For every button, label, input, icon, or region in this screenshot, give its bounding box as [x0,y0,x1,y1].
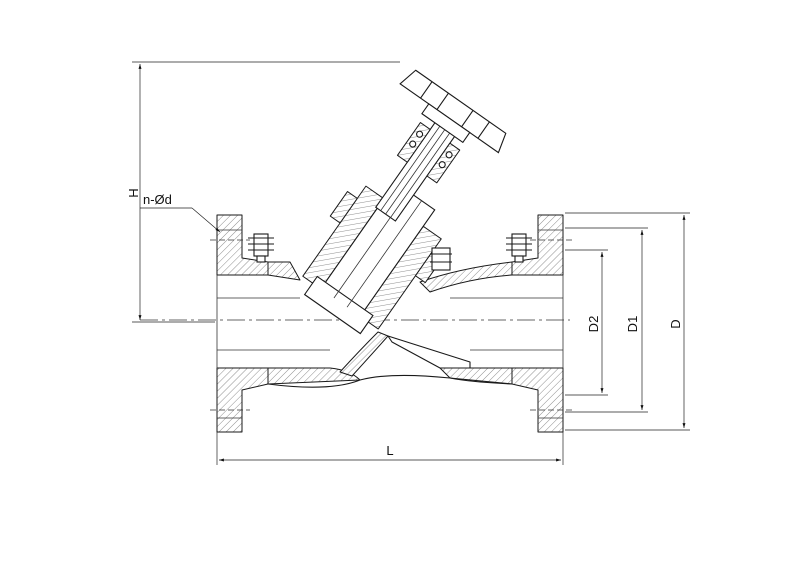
right-flange [511,214,572,433]
valve-stem [374,116,461,222]
label-D1: D1 [625,316,640,333]
dimension-D2: D2 [565,249,608,396]
bonnet-test-point [430,247,452,271]
bonnet [302,181,444,335]
valve-body [140,261,570,388]
label-L: L [386,443,393,458]
dimension-L: L [216,432,564,465]
dimension-D: D [565,212,690,431]
right-test-point [506,233,532,263]
dimension-H: H [126,61,400,323]
handwheel [399,69,507,154]
label-D2: D2 [586,316,601,333]
left-test-point [248,233,274,263]
label-holes: n-Ød [143,192,172,207]
dimension-holes: n-Ød [140,192,221,233]
label-H: H [126,188,141,197]
dimension-D1: D1 [565,227,648,413]
label-D: D [668,319,683,328]
